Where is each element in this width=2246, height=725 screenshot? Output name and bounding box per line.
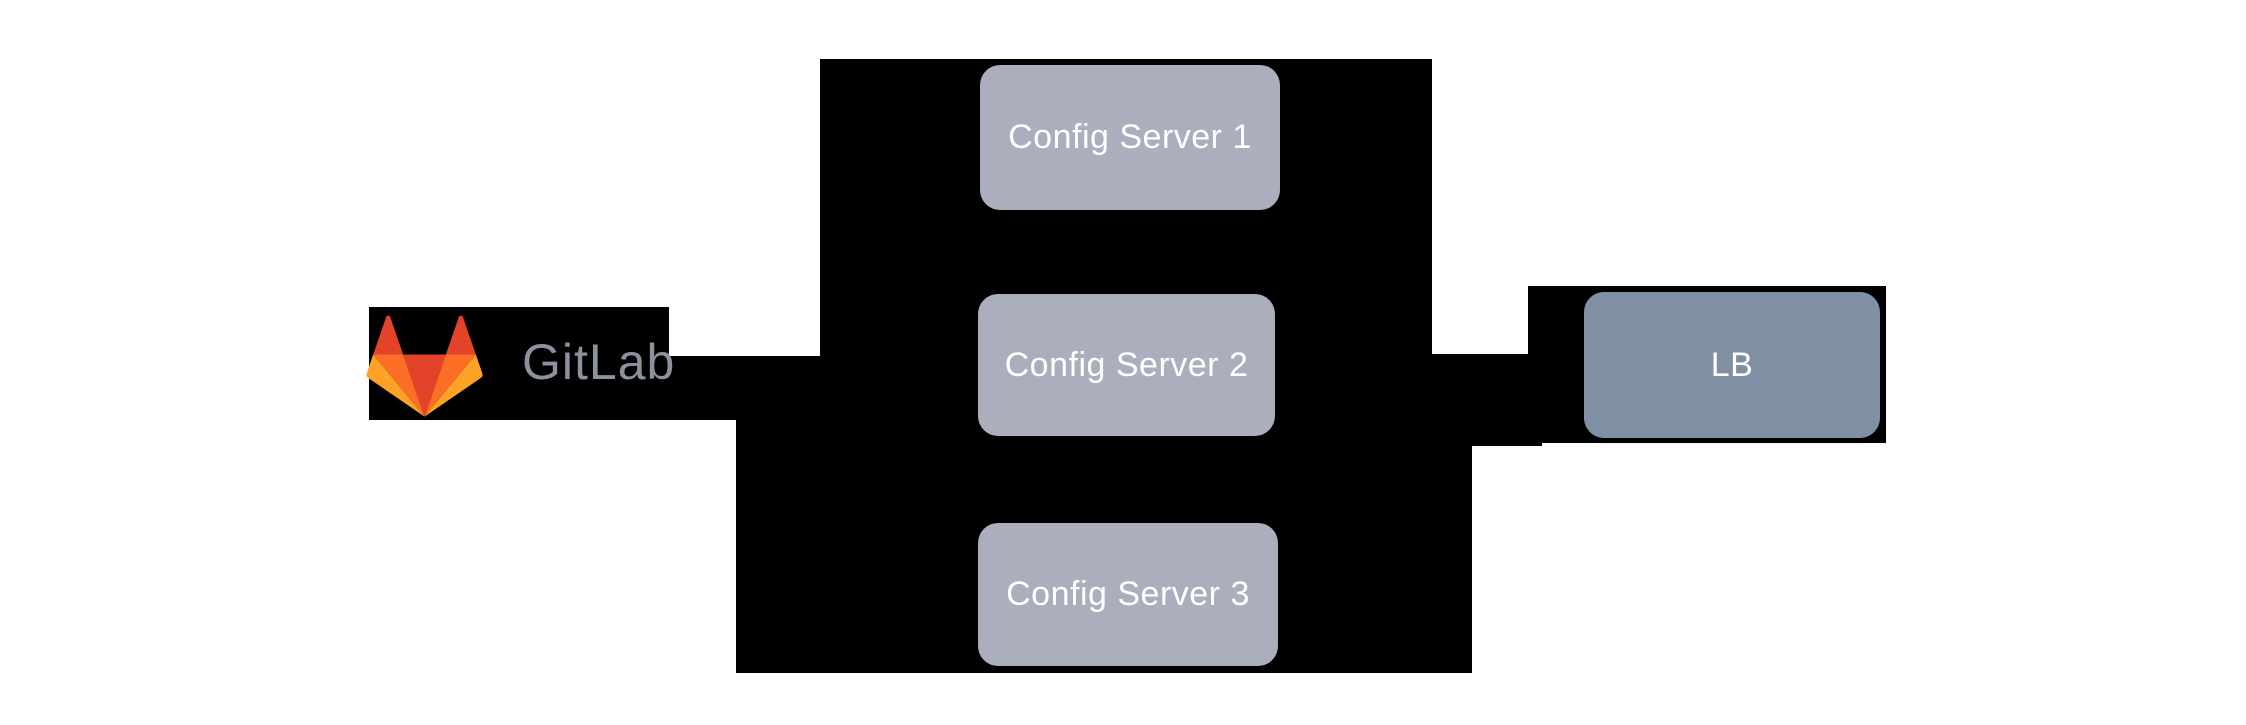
gitlab-tanuki-icon xyxy=(366,315,483,417)
node-label: LB xyxy=(1710,345,1754,384)
tanuki-left-mid xyxy=(373,354,425,417)
tanuki-right-mid xyxy=(424,354,476,417)
node-label: Config Server 3 xyxy=(1006,575,1250,613)
tanuki-right-wing xyxy=(424,354,483,417)
node-label: Config Server 2 xyxy=(1004,345,1249,384)
tanuki-center xyxy=(403,354,446,417)
node-lb: LB xyxy=(1584,292,1880,438)
gitlab-wordmark: GitLab xyxy=(522,334,676,390)
tanuki-right-ear xyxy=(445,315,476,355)
node-config-server-3: Config Server 3 xyxy=(978,523,1278,666)
node-config-server-1: Config Server 1 xyxy=(980,65,1280,210)
gitlab-logo: GitLab xyxy=(366,312,676,422)
connector-gitlab-band-ext xyxy=(668,356,830,420)
tanuki-left-ear xyxy=(373,315,404,355)
node-config-server-2: Config Server 2 xyxy=(978,294,1275,436)
tanuki-left-wing xyxy=(366,354,425,417)
node-label: Config Server 1 xyxy=(1008,118,1252,156)
